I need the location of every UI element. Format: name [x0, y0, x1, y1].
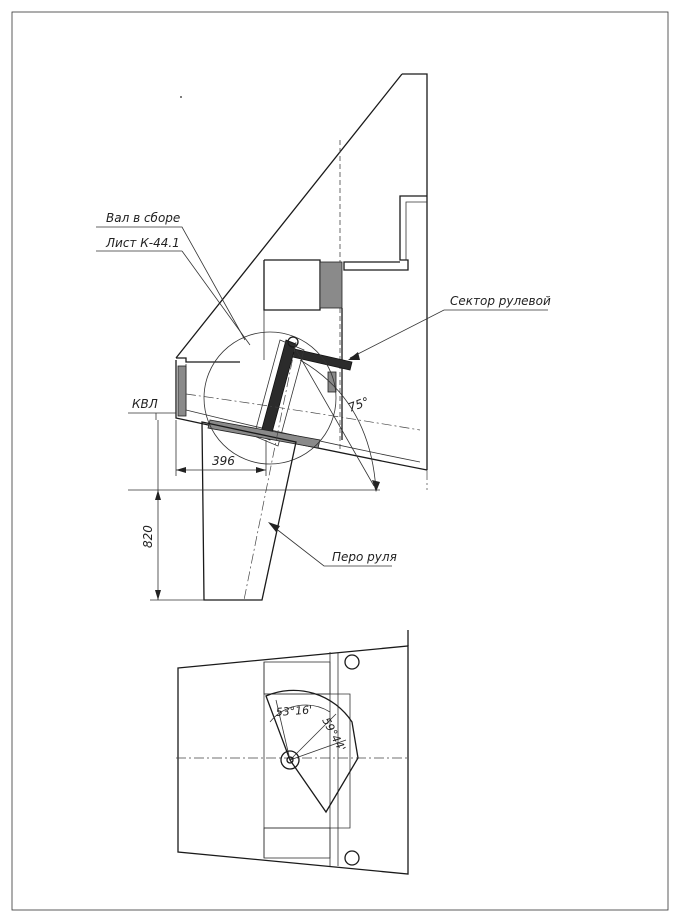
rudder-shaft: [259, 339, 297, 441]
label-sheet-ref: Лист К-44.1: [105, 236, 180, 250]
dim-820-arrow-t: [155, 490, 161, 500]
label-steering-sector: Сектор рулевой: [450, 294, 551, 308]
upper-bracket-inner: [405, 201, 427, 260]
bracket-step: [263, 259, 321, 311]
rudder-stock-inner: [286, 756, 294, 764]
label-waterline: КВЛ: [132, 397, 158, 411]
plan-outline: [177, 645, 409, 875]
rudder-stock: [280, 750, 300, 770]
sector-ray-1: [275, 699, 291, 761]
shaft-pin: [287, 336, 299, 348]
deck-line: [176, 357, 240, 363]
dim-396-arrow-r: [256, 467, 266, 473]
label-shaft-assembly: Вал в сборе: [106, 211, 180, 225]
detail-circle: [203, 331, 337, 465]
plan-box-bottom: [263, 827, 331, 859]
bracket-hatch-block: [319, 261, 343, 309]
angle-arrow: [372, 480, 380, 492]
rudder-axis: [243, 341, 297, 601]
plan-view: [176, 630, 410, 875]
angle-ray: [295, 349, 375, 487]
upper-bracket: [343, 195, 427, 271]
plan-box-top: [263, 661, 331, 695]
sector-block: [327, 371, 337, 393]
leader-sheet-diag: [181, 250, 251, 346]
rudder-blade: [201, 421, 297, 601]
hull-outline: [402, 73, 428, 470]
sector-swing: [265, 689, 359, 814]
leader-shaft: [96, 226, 246, 341]
side-plate-hatch: [177, 365, 187, 417]
leader-blade: [269, 523, 392, 567]
side-view: [96, 73, 548, 601]
blade-arrow: [268, 522, 280, 532]
plan-post-top: [344, 654, 360, 670]
angle-arc-75: [299, 359, 377, 491]
stray-dot: [180, 96, 182, 98]
waterline-cl: [185, 393, 421, 431]
dim-angle-left: 53°16': [275, 703, 312, 719]
dim-820-arrow-b: [155, 590, 161, 600]
label-rudder-blade: Перо руля: [332, 550, 397, 564]
sheet-frame: [11, 11, 669, 911]
hull-bottom-inner: [185, 364, 421, 463]
sector-arrow: [348, 352, 360, 360]
dim-396-arrow-l: [176, 467, 186, 473]
sector-arc-inner: [269, 704, 331, 723]
transom-slope: [175, 73, 403, 359]
dim-angle-side: 75°: [346, 394, 371, 414]
plan-post-bottom: [344, 850, 360, 866]
plan-inner-box: [264, 693, 351, 829]
sector-ray-2: [289, 713, 337, 761]
sector-ray-3: [289, 739, 347, 761]
leader-sector: [349, 309, 548, 359]
dim-depth: 820: [141, 525, 155, 548]
dim-offset: 396: [212, 454, 235, 468]
